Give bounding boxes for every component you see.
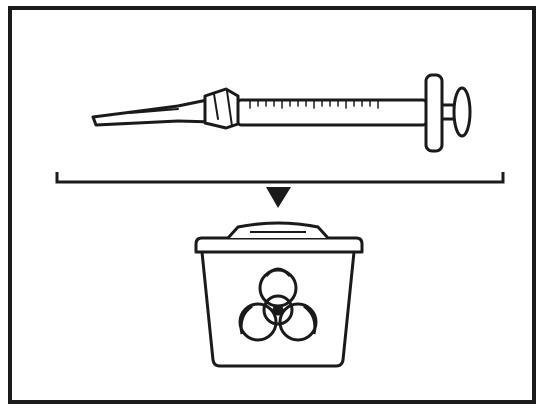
sharps-container-icon	[196, 223, 362, 366]
arrow-down-icon	[266, 187, 291, 208]
bracket-line	[57, 172, 503, 182]
syringe-icon	[93, 75, 470, 151]
